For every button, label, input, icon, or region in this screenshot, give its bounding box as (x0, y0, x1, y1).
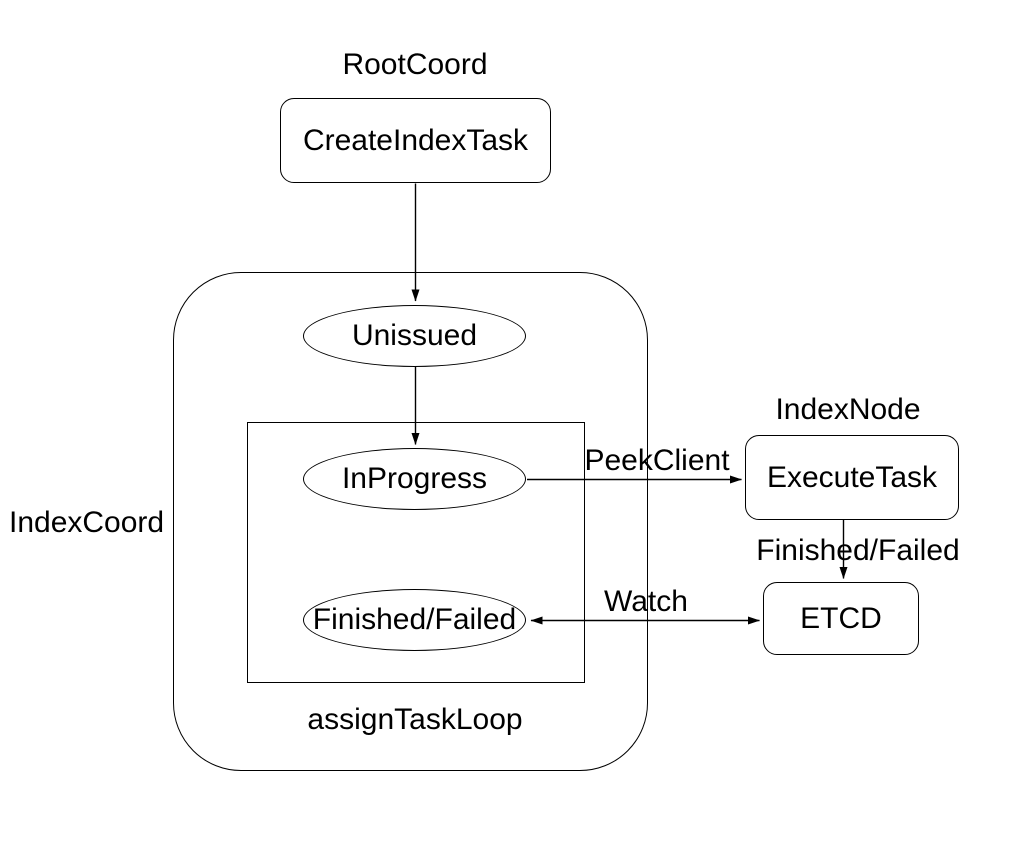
edge-label-peek-client: PeekClient (584, 444, 730, 477)
edge-label-watch: Watch (604, 585, 688, 618)
label-assign-task-loop: assignTaskLoop (307, 703, 523, 736)
indexcoord-container-box (173, 272, 648, 771)
node-in-progress: InProgress (303, 448, 526, 510)
node-finished-failed: Finished/Failed (303, 589, 526, 651)
node-etcd: ETCD (763, 582, 919, 655)
label-root-coord: RootCoord (342, 48, 488, 81)
node-create-index-task: CreateIndexTask (280, 98, 551, 183)
label-index-coord: IndexCoord (9, 506, 165, 539)
edge-label-finished-failed: Finished/Failed (756, 534, 960, 567)
node-unissued: Unissued (303, 305, 526, 367)
label-index-node: IndexNode (775, 393, 921, 426)
node-execute-task: ExecuteTask (745, 435, 959, 520)
